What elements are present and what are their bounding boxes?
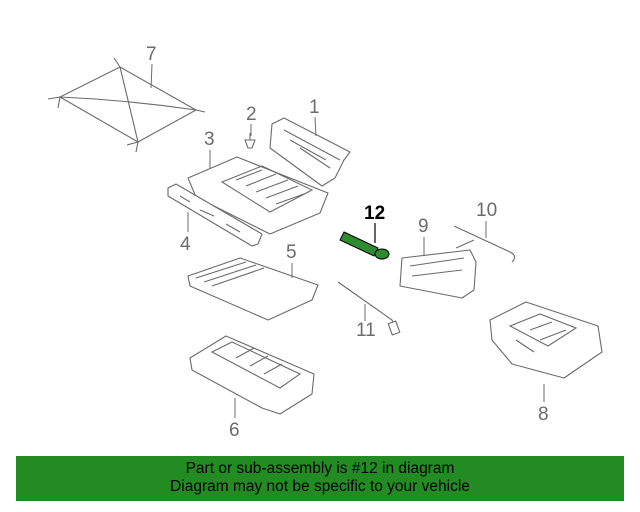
part-8-foam-tray[interactable] (489, 301, 603, 379)
part-11-lug-wrench[interactable] (337, 281, 401, 336)
callout-3: 3 (204, 129, 215, 150)
callout-10: 10 (476, 200, 497, 221)
callout-11: 11 (356, 320, 376, 341)
part-7-cargo-net[interactable] (47, 57, 206, 153)
callout-12: 12 (364, 203, 385, 224)
part-6-storage-tray[interactable] (189, 335, 315, 415)
part-4-sill-plate[interactable] (167, 183, 263, 247)
part-12-wrench[interactable] (339, 231, 390, 260)
part-9-jack[interactable] (399, 239, 477, 299)
leader-1 (314, 116, 317, 137)
callout-8: 8 (538, 404, 549, 425)
banner-line-2: Diagram may not be specific to your vehi… (170, 478, 470, 495)
callout-1: 1 (309, 97, 320, 118)
callout-9: 9 (418, 216, 429, 237)
info-banner: Part or sub-assembly is #12 in diagram D… (16, 456, 624, 501)
callout-2: 2 (246, 104, 257, 125)
part-5-floor-board[interactable] (187, 257, 319, 321)
part-10-jack-handle[interactable] (453, 225, 516, 263)
callout-6: 6 (229, 420, 240, 441)
part-1-trim-panel[interactable] (269, 117, 351, 187)
callout-7: 7 (146, 44, 157, 65)
leader-7 (150, 63, 153, 89)
banner-line-1: Part or sub-assembly is #12 in diagram (185, 460, 455, 477)
part-2-clip[interactable] (244, 133, 256, 149)
callout-5: 5 (286, 242, 297, 263)
callout-4: 4 (180, 234, 191, 255)
